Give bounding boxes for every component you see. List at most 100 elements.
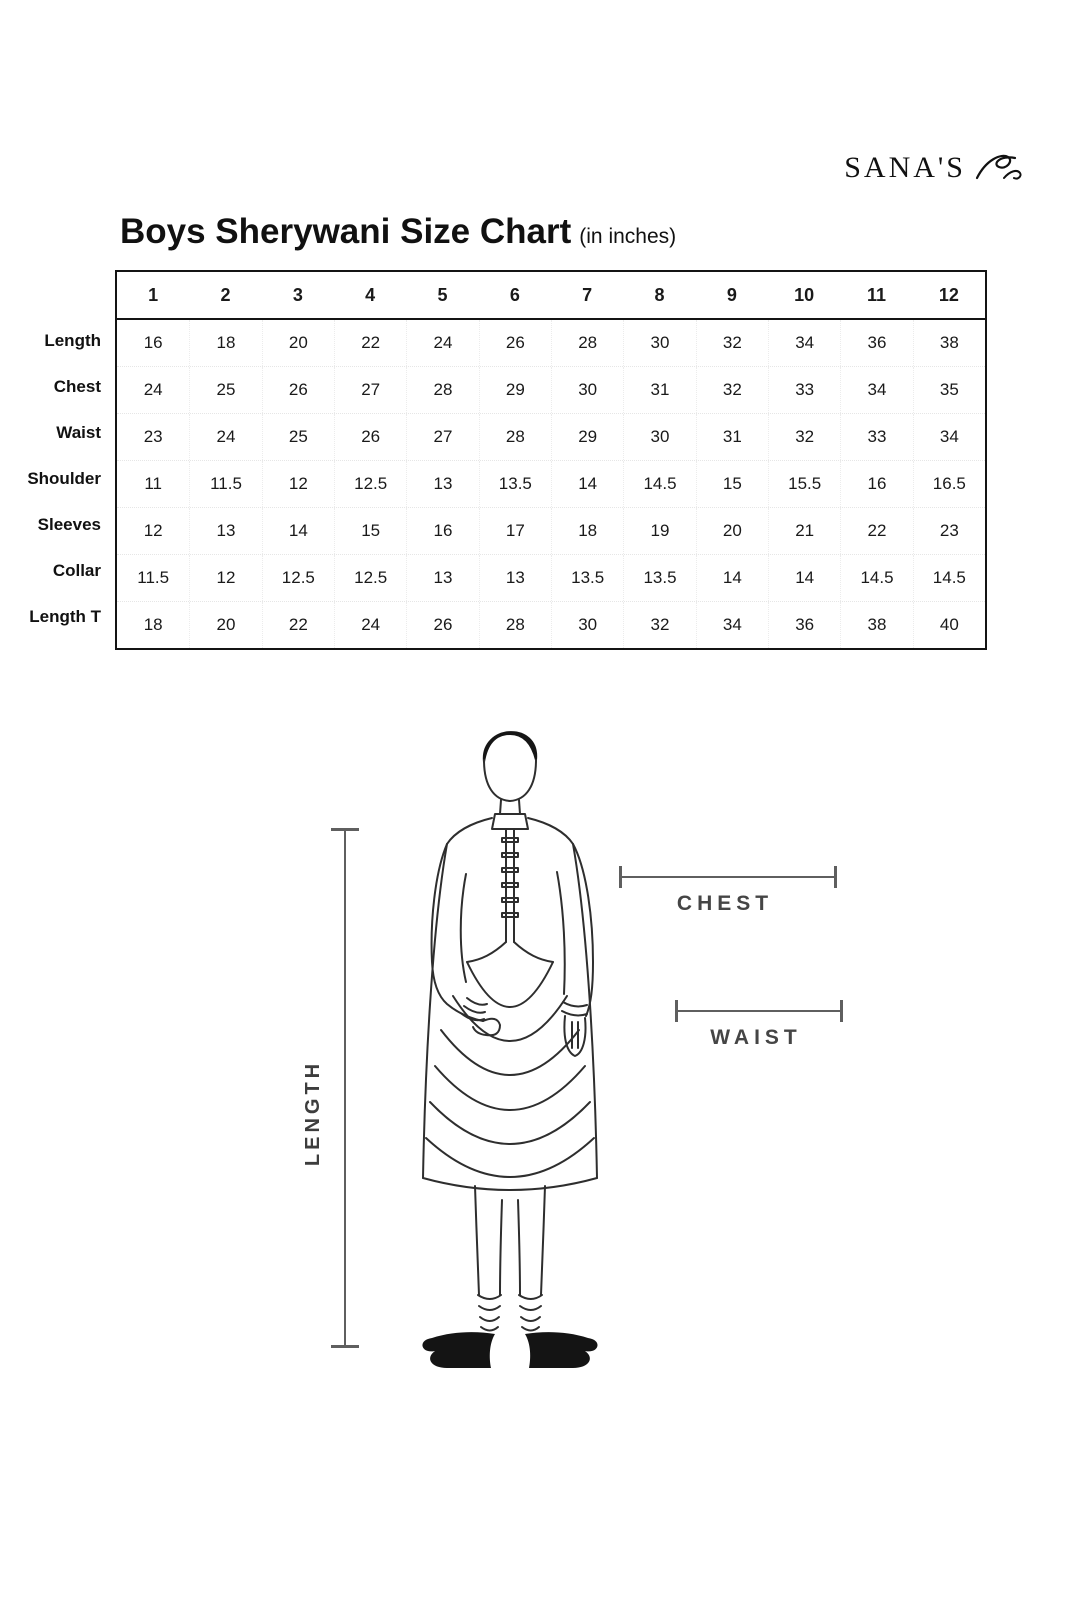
size-cell: 28 [551, 320, 623, 366]
size-cell: 12 [189, 555, 261, 601]
size-cell: 26 [478, 320, 551, 366]
size-cell: 33 [840, 414, 912, 460]
size-cell: 20 [189, 602, 261, 648]
size-cell: 23 [143, 427, 163, 446]
size-cell: 38 [912, 320, 985, 366]
size-cell: 27 [406, 414, 478, 460]
size-cell: 19 [623, 508, 695, 554]
size-cell: 30 [551, 602, 623, 648]
length-label: LENGTH [302, 1059, 324, 1167]
size-cell: 13 [478, 555, 551, 601]
size-cell: 16.5 [912, 461, 985, 507]
size-cell: 14.5 [623, 461, 695, 507]
size-cell: 30 [551, 367, 623, 413]
size-cell: 27 [334, 367, 406, 413]
size-cell: 24 [406, 320, 478, 366]
size-cell: 31 [623, 367, 695, 413]
row-label: Collar [52, 561, 101, 580]
size-cell: 28 [478, 602, 551, 648]
size-cell: 30 [623, 414, 695, 460]
size-cell: 34 [912, 414, 985, 460]
size-cell: 29 [551, 414, 623, 460]
page-title-row: Boys Sherywani Size Chart (in inches) [120, 212, 676, 252]
size-cell: 21 [768, 508, 840, 554]
size-cell: 14 [768, 555, 840, 601]
size-cell: 13 [189, 508, 261, 554]
size-cell: 36 [768, 602, 840, 648]
row-label: Length T [29, 607, 101, 626]
size-cell: 12.5 [261, 555, 334, 601]
size-cell: 18 [551, 508, 623, 554]
size-column-header: 9 [726, 284, 737, 305]
chest-label: CHEST [676, 892, 774, 915]
size-cell: 29 [478, 367, 551, 413]
size-cell: 14 [695, 555, 768, 601]
size-cell: 24 [189, 414, 261, 460]
size-cell: 12.5 [334, 555, 406, 601]
size-cell: 14 [261, 508, 334, 554]
size-cell: 12.5 [334, 461, 406, 507]
row-label: Chest [53, 377, 101, 396]
size-cell: 30 [623, 320, 695, 366]
measurement-diagram: LENGTH CHEST WAIST [0, 700, 1080, 1480]
size-column-header: 7 [582, 284, 593, 305]
size-cell: 16 [406, 508, 478, 554]
waist-measure-rule [678, 1010, 840, 1012]
size-cell: 14.5 [840, 555, 912, 601]
size-cell: 22 [334, 320, 406, 366]
chest-measure-rule [622, 876, 834, 878]
size-cell: 14 [551, 461, 623, 507]
size-cell: 14.5 [912, 555, 985, 601]
size-cell: 26 [406, 602, 478, 648]
size-column-header: 12 [938, 284, 959, 305]
size-cell: 40 [912, 602, 985, 648]
size-cell: 34 [840, 367, 912, 413]
size-column-header: 4 [365, 284, 376, 305]
row-label: Waist [56, 423, 101, 442]
size-cell: 24 [143, 380, 163, 399]
size-cell: 22 [840, 508, 912, 554]
size-cell: 12 [143, 521, 163, 540]
size-cell: 23 [912, 508, 985, 554]
size-cell: 13.5 [551, 555, 623, 601]
size-cell: 31 [695, 414, 768, 460]
sherwani-figure-illustration [422, 731, 598, 1368]
size-cell: 33 [768, 367, 840, 413]
size-column-header: 3 [292, 284, 303, 305]
size-cell: 15 [695, 461, 768, 507]
size-column-header: 1 [148, 284, 159, 305]
size-cell: 13 [406, 555, 478, 601]
row-label: Length [44, 331, 101, 350]
size-cell: 24 [334, 602, 406, 648]
size-cell: 12 [261, 461, 334, 507]
size-cell: 26 [334, 414, 406, 460]
size-cell: 13.5 [623, 555, 695, 601]
size-cell: 16 [143, 333, 163, 352]
size-cell: 32 [695, 367, 768, 413]
length-measure-line [331, 828, 359, 1348]
page-title: Boys Sherywani Size Chart [120, 212, 572, 251]
size-column-header: 11 [866, 284, 886, 305]
size-cell: 32 [768, 414, 840, 460]
size-cell: 32 [623, 602, 695, 648]
size-column-header: 10 [794, 284, 815, 305]
size-cell: 32 [695, 320, 768, 366]
brand-name: SANA'S [844, 151, 966, 184]
size-column-header: 8 [654, 284, 665, 305]
size-cell: 11.5 [137, 568, 170, 587]
size-cell: 35 [912, 367, 985, 413]
size-cell: 36 [840, 320, 912, 366]
size-cell: 26 [261, 367, 334, 413]
page-title-unit: (in inches) [579, 225, 677, 248]
